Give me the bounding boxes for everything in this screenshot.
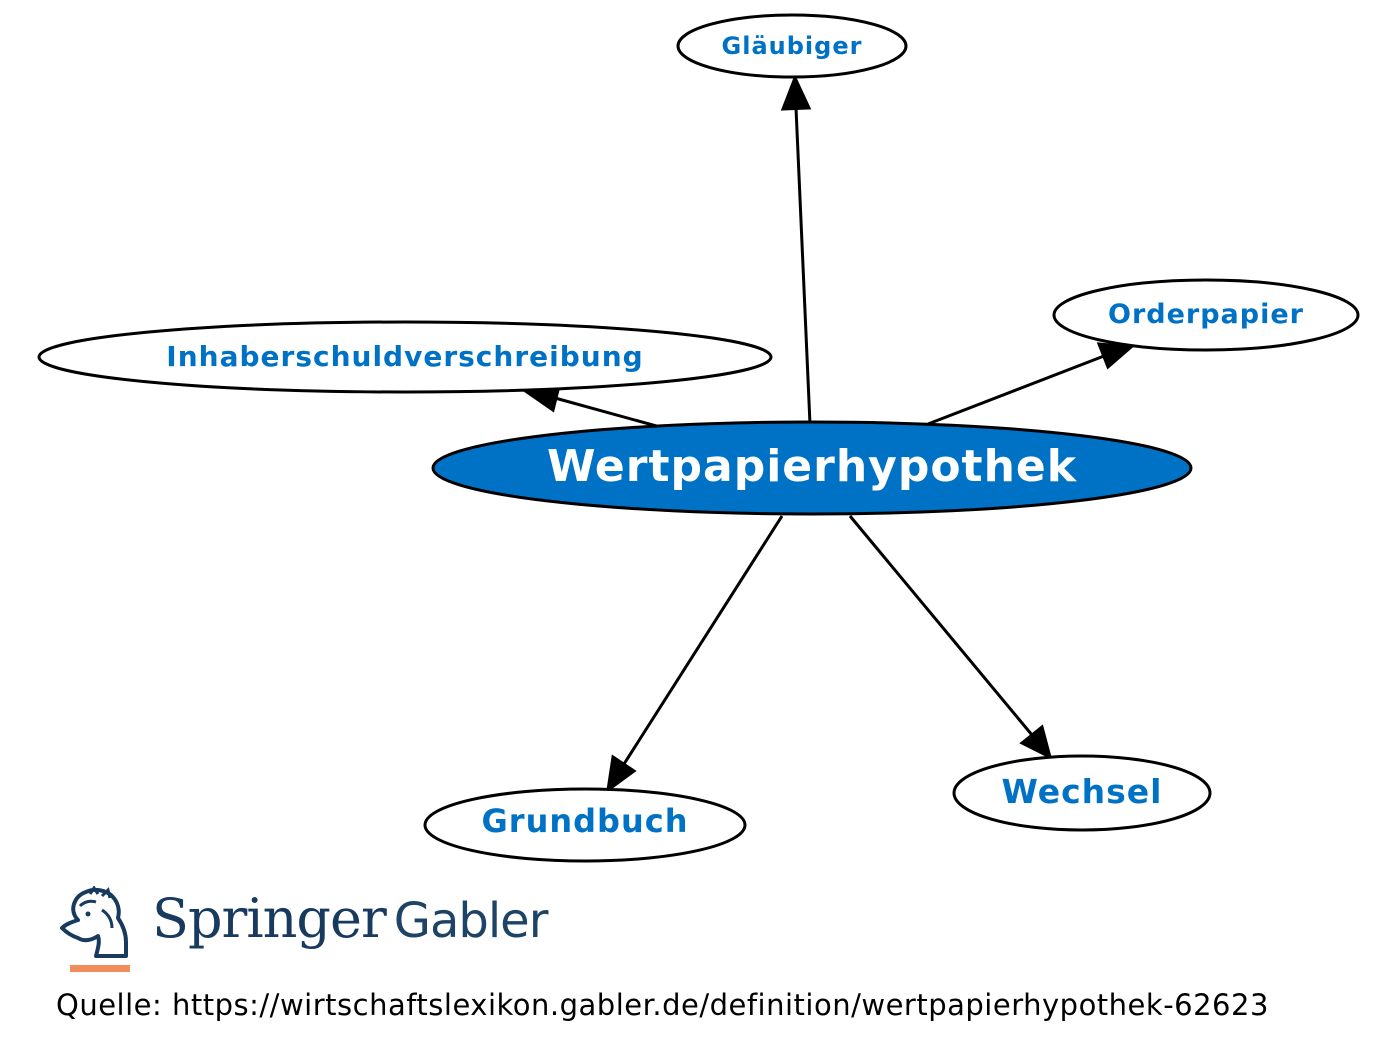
source-caption: Quelle: https://wirtschaftslexikon.gable… bbox=[56, 988, 1269, 1022]
edges bbox=[523, 74, 1135, 794]
node-grundbuch-label: Grundbuch bbox=[482, 802, 689, 840]
node-wechsel-shape bbox=[952, 754, 1212, 832]
node-orderpapier[interactable]: Orderpapier bbox=[1052, 278, 1360, 352]
arrowhead-wechsel bbox=[1019, 724, 1053, 760]
node-inhaberschuldverschreibung[interactable]: Inhaberschuldverschreibung bbox=[37, 320, 773, 394]
node-glaeubiger-shape bbox=[676, 13, 908, 79]
center-node[interactable]: Wertpapierhypothek bbox=[431, 420, 1193, 516]
edge-to-grundbuch bbox=[622, 515, 784, 765]
node-wechsel-label: Wechsel bbox=[1002, 772, 1163, 811]
node-glaeubiger-label: Gläubiger bbox=[722, 32, 863, 60]
springer-horse-logo-icon bbox=[60, 886, 130, 972]
logo-brand-second: Gabler bbox=[393, 893, 549, 949]
node-orderpapier-label: Orderpapier bbox=[1108, 299, 1304, 330]
edge-to-inhaberschuldverschreibung bbox=[554, 396, 661, 429]
arrowhead-grundbuch bbox=[605, 754, 637, 794]
edge-to-glaeubiger bbox=[794, 107, 812, 425]
node-grundbuch-shape bbox=[423, 787, 747, 863]
node-grundbuch[interactable]: Grundbuch bbox=[423, 787, 747, 863]
arrowhead-glaeubiger bbox=[780, 74, 812, 111]
concept-map: Wertpapierhypothek Gläubiger Orderpapier… bbox=[37, 13, 1360, 863]
center-node-label: Wertpapierhypothek bbox=[547, 441, 1078, 492]
node-inhaberschuldverschreibung-label: Inhaberschuldverschreibung bbox=[166, 340, 643, 373]
arrowhead-orderpapier bbox=[1096, 342, 1135, 370]
logo-brand-first: Springer bbox=[152, 887, 387, 950]
node-inhaberschuldverschreibung-shape bbox=[37, 320, 773, 394]
node-wechsel[interactable]: Wechsel bbox=[952, 754, 1212, 832]
node-glaeubiger[interactable]: Gläubiger bbox=[676, 13, 908, 79]
node-orderpapier-shape bbox=[1052, 278, 1360, 352]
edge-to-wechsel bbox=[848, 515, 1034, 736]
center-node-shape bbox=[431, 420, 1193, 516]
edge-to-orderpapier bbox=[927, 354, 1105, 426]
